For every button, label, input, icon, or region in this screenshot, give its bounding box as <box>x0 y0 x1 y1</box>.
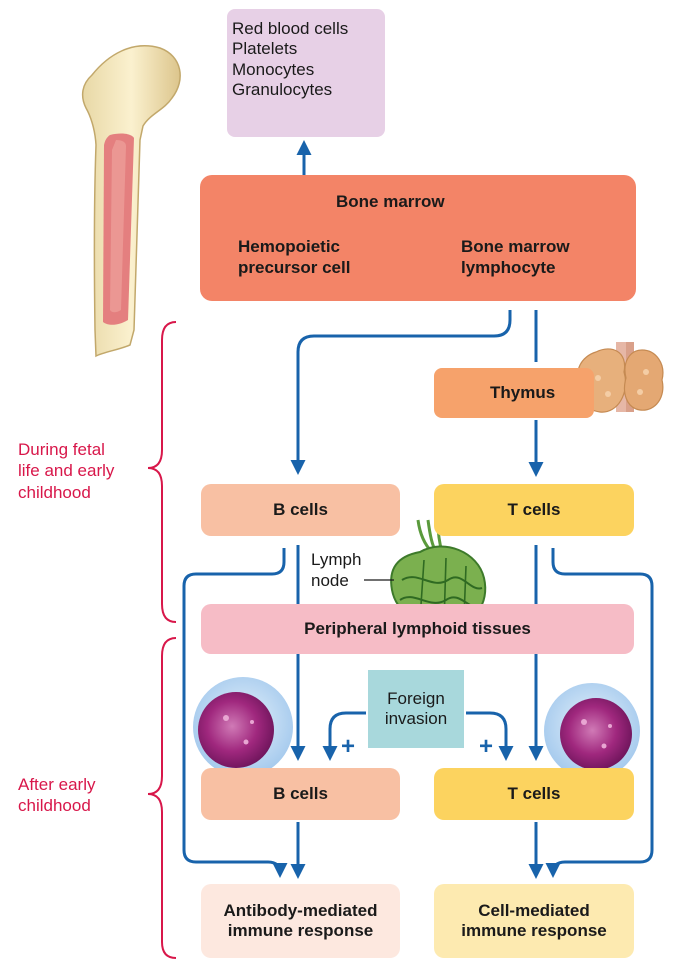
t-cells-bottom-box: T cells <box>434 768 634 820</box>
blood-cells-box: Red blood cells Platelets Monocytes Gran… <box>227 9 385 137</box>
b-cells-bottom-box: B cells <box>201 768 400 820</box>
t-lymphocyte-illustration <box>544 683 640 779</box>
antibody-response-box: Antibody-mediated immune response <box>201 884 400 958</box>
plus-sign: + <box>479 733 493 762</box>
foreign-invasion-box: Foreign invasion <box>368 670 464 748</box>
peripheral-lymphoid-box: Peripheral lymphoid tissues <box>201 604 634 654</box>
lymph-node-label: Lymph node <box>311 549 361 592</box>
bone-illustration <box>83 46 181 356</box>
b-cells-top-box: B cells <box>201 484 400 536</box>
blood-cell-type: Granulocytes <box>232 80 348 100</box>
hemopoietic-precursor-label: Hemopoietic precursor cell <box>238 236 350 279</box>
t-cells-top-box: T cells <box>434 484 634 536</box>
after-childhood-label: After early childhood <box>18 774 95 817</box>
b-lymphocyte-illustration <box>193 677 293 777</box>
bone-marrow-lymphocyte-label: Bone marrow lymphocyte <box>461 236 570 279</box>
thymus-box: Thymus <box>434 368 594 418</box>
blood-cell-type: Platelets <box>232 39 348 59</box>
cell-mediated-response-box: Cell-mediated immune response <box>434 884 634 958</box>
plus-sign: + <box>341 733 355 762</box>
bone-marrow-title: Bone marrow <box>336 192 445 212</box>
fetal-stage-label: During fetal life and early childhood <box>18 439 114 503</box>
blood-cell-type: Red blood cells <box>232 19 348 39</box>
blood-cell-type: Monocytes <box>232 60 348 80</box>
